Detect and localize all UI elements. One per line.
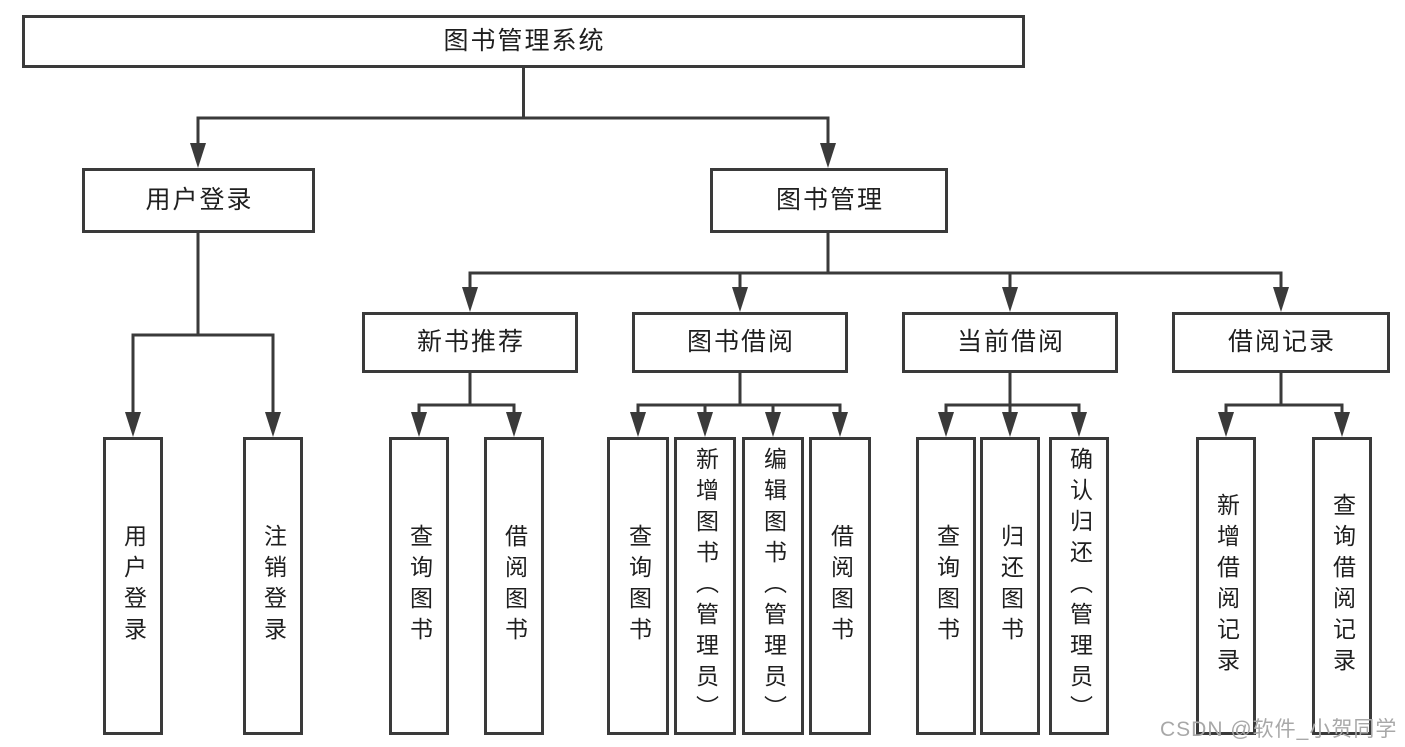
node-library-management-system: 图书管理系统	[22, 15, 1025, 68]
leaf-label: 查询图书	[933, 524, 960, 648]
leaf-label: 用户登录	[120, 524, 147, 648]
leaf-label: 确认归还（管理员）	[1066, 446, 1093, 726]
leaf-label: 新增图书（管理员）	[692, 446, 719, 726]
node-borrow-records: 借阅记录	[1172, 312, 1390, 373]
node-book-borrow: 图书借阅	[632, 312, 848, 373]
leaf-edit-book-admin: 编辑图书（管理员）	[742, 437, 804, 735]
leaf-query-book-recommend: 查询图书	[389, 437, 449, 735]
leaf-query-book-current: 查询图书	[916, 437, 976, 735]
node-label: 用户登录	[145, 186, 254, 214]
node-current-borrow: 当前借阅	[902, 312, 1118, 373]
leaf-user-login: 用户登录	[103, 437, 163, 735]
leaf-label: 查询图书	[406, 524, 433, 648]
leaf-label: 借阅图书	[501, 524, 528, 648]
leaf-query-book-borrow: 查询图书	[607, 437, 669, 735]
leaf-label: 归还图书	[997, 524, 1024, 648]
leaf-label: 编辑图书（管理员）	[760, 446, 787, 726]
node-label: 图书借阅	[686, 328, 795, 356]
node-label: 当前借阅	[956, 328, 1065, 356]
node-user-login: 用户登录	[82, 168, 315, 233]
csdn-watermark: CSDN @软件_小贺同学	[1160, 718, 1398, 741]
node-label: 图书管理	[775, 186, 884, 214]
leaf-add-book-admin: 新增图书（管理员）	[674, 437, 736, 735]
leaf-add-borrow-record: 新增借阅记录	[1196, 437, 1256, 735]
leaf-return-book: 归还图书	[980, 437, 1040, 735]
leaf-logout: 注销登录	[243, 437, 303, 735]
leaf-borrow-book: 借阅图书	[809, 437, 871, 735]
leaf-label: 新增借阅记录	[1213, 493, 1240, 679]
leaf-confirm-return-admin: 确认归还（管理员）	[1049, 437, 1109, 735]
leaf-label: 查询图书	[625, 524, 652, 648]
leaf-query-borrow-record: 查询借阅记录	[1312, 437, 1372, 735]
node-new-book-recommend: 新书推荐	[362, 312, 578, 373]
node-label: 新书推荐	[416, 328, 525, 356]
leaf-label: 查询借阅记录	[1329, 493, 1356, 679]
leaf-label: 注销登录	[260, 524, 287, 648]
node-label: 借阅记录	[1227, 328, 1336, 356]
leaf-label: 借阅图书	[827, 524, 854, 648]
node-book-management: 图书管理	[710, 168, 948, 233]
leaf-borrow-book-recommend: 借阅图书	[484, 437, 544, 735]
node-label: 图书管理系统	[443, 27, 606, 55]
